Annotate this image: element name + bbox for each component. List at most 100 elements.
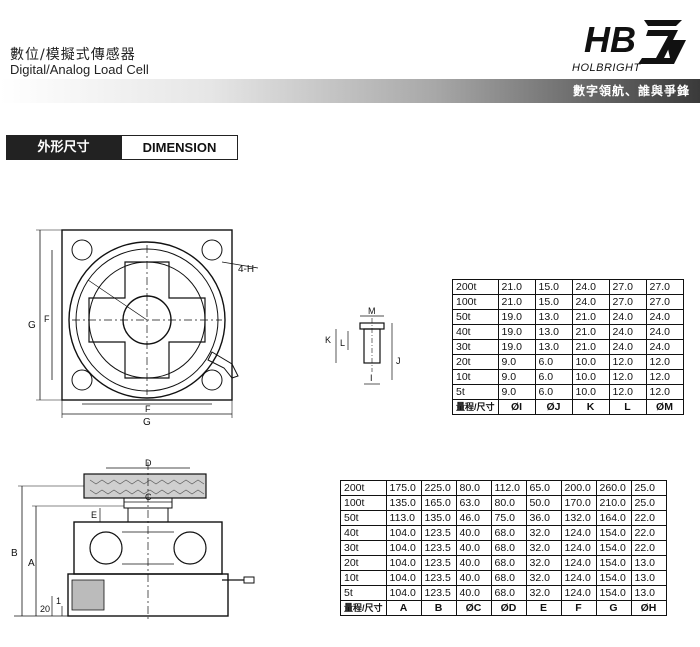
capacity-cell: 20t — [340, 555, 387, 571]
header-cell: ØD — [490, 600, 527, 616]
value-cell: 21.0 — [497, 279, 536, 295]
value-cell: 15.0 — [534, 279, 573, 295]
value-cell: 68.0 — [490, 585, 527, 601]
value-cell: 123.5 — [420, 570, 457, 586]
section-label-english: DIMENSION — [121, 135, 238, 160]
value-cell: 225.0 — [420, 480, 457, 496]
value-cell: 104.0 — [385, 540, 422, 556]
value-cell: 32.0 — [525, 570, 562, 586]
value-cell: 40.0 — [455, 555, 492, 571]
label-a: A — [28, 558, 35, 569]
section-label-chinese: 外形尺寸 — [6, 135, 121, 160]
value-cell: 80.0 — [455, 480, 492, 496]
label-g-side: G — [28, 320, 36, 331]
label-f-bottom: F — [145, 404, 151, 414]
header-cell: 量程/尺寸 — [452, 399, 499, 415]
value-cell: 113.0 — [385, 510, 422, 526]
value-cell: 24.0 — [608, 309, 647, 325]
value-cell: 123.5 — [420, 585, 457, 601]
value-cell: 19.0 — [497, 324, 536, 340]
value-cell: 36.0 — [525, 510, 562, 526]
value-cell: 104.0 — [385, 585, 422, 601]
label-4h: 4-H — [238, 264, 254, 275]
label-1: 1 — [56, 596, 61, 606]
value-cell: 124.0 — [560, 570, 597, 586]
capacity-cell: 100t — [452, 294, 499, 310]
value-cell: 63.0 — [455, 495, 492, 511]
value-cell: 46.0 — [455, 510, 492, 526]
value-cell: 10.0 — [571, 369, 610, 385]
value-cell: 154.0 — [595, 555, 632, 571]
header-cell: F — [560, 600, 597, 616]
value-cell: 24.0 — [645, 339, 684, 355]
value-cell: 40.0 — [455, 525, 492, 541]
header-cell: G — [595, 600, 632, 616]
value-cell: 154.0 — [595, 525, 632, 541]
value-cell: 13.0 — [630, 555, 667, 571]
value-cell: 65.0 — [525, 480, 562, 496]
value-cell: 22.0 — [630, 510, 667, 526]
value-cell: 32.0 — [525, 555, 562, 571]
value-cell: 154.0 — [595, 570, 632, 586]
header-cell: 量程/尺寸 — [340, 600, 387, 616]
value-cell: 68.0 — [490, 525, 527, 541]
value-cell: 80.0 — [490, 495, 527, 511]
label-i: I — [370, 373, 373, 383]
value-cell: 21.0 — [571, 324, 610, 340]
value-cell: 260.0 — [595, 480, 632, 496]
header-cell: ØJ — [534, 399, 573, 415]
capacity-cell: 100t — [340, 495, 387, 511]
label-l: L — [340, 338, 345, 348]
value-cell: 19.0 — [497, 309, 536, 325]
title-english: Digital/Analog Load Cell — [10, 62, 149, 77]
value-cell: 6.0 — [534, 354, 573, 370]
value-cell: 9.0 — [497, 384, 536, 400]
value-cell: 32.0 — [525, 585, 562, 601]
value-cell: 6.0 — [534, 384, 573, 400]
label-e: E — [91, 510, 97, 520]
value-cell: 164.0 — [595, 510, 632, 526]
capacity-cell: 20t — [452, 354, 499, 370]
capacity-cell: 50t — [452, 309, 499, 325]
header-cell: B — [420, 600, 457, 616]
header-cell: E — [525, 600, 562, 616]
capacity-cell: 30t — [340, 540, 387, 556]
value-cell: 40.0 — [455, 585, 492, 601]
value-cell: 13.0 — [534, 339, 573, 355]
value-cell: 68.0 — [490, 540, 527, 556]
label-m: M — [368, 306, 376, 316]
value-cell: 24.0 — [645, 309, 684, 325]
value-cell: 12.0 — [645, 369, 684, 385]
value-cell: 24.0 — [608, 339, 647, 355]
value-cell: 135.0 — [385, 495, 422, 511]
capacity-cell: 40t — [340, 525, 387, 541]
capacity-cell: 10t — [452, 369, 499, 385]
value-cell: 68.0 — [490, 555, 527, 571]
value-cell: 13.0 — [534, 324, 573, 340]
value-cell: 13.0 — [630, 570, 667, 586]
value-cell: 104.0 — [385, 570, 422, 586]
header-cell: ØC — [455, 600, 492, 616]
value-cell: 9.0 — [497, 369, 536, 385]
value-cell: 210.0 — [595, 495, 632, 511]
value-cell: 123.5 — [420, 555, 457, 571]
label-g-bottom: G — [143, 417, 151, 428]
capacity-cell: 30t — [452, 339, 499, 355]
value-cell: 12.0 — [645, 384, 684, 400]
header-cell: K — [571, 399, 610, 415]
capacity-cell: 200t — [452, 279, 499, 295]
value-cell: 10.0 — [571, 384, 610, 400]
